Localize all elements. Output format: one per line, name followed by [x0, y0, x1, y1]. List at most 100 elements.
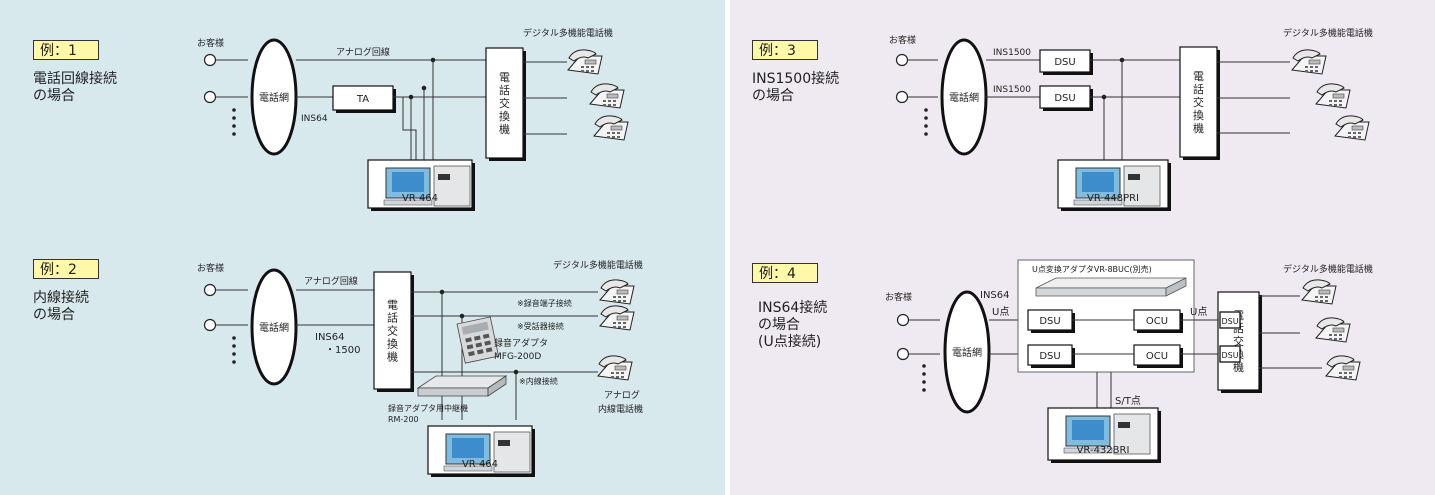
phone-key [1339, 376, 1342, 378]
analog-phone-label: 内線電話機 [598, 403, 643, 415]
phone-key [1339, 372, 1342, 374]
ellipsis-dot [232, 116, 236, 120]
phone-key [617, 136, 620, 138]
dsu-box-label: DSU [1039, 351, 1060, 362]
example-2-badge: 例：2 [33, 259, 99, 279]
recorder-screen [1072, 420, 1104, 440]
ellipsis-dot [232, 360, 236, 364]
u-adapter-device-icon [1035, 277, 1187, 297]
ellipsis-dot [232, 108, 236, 112]
dsu-box-label: DSU [1054, 57, 1075, 68]
phone-handset [1316, 83, 1345, 96]
digital-phones-label: デジタル多機能電話機 [553, 259, 643, 271]
telephone-network-icon [250, 268, 298, 386]
customer-label: お客様 [889, 34, 916, 46]
pbx-label-char: 交 [499, 96, 510, 110]
digital-phone-icon [1315, 317, 1351, 343]
phone-handset [590, 83, 619, 96]
line-terminal-icon [895, 53, 909, 67]
phone-handset [1302, 279, 1331, 292]
recorder-unit-icon [493, 431, 531, 473]
phone-key [607, 136, 610, 138]
ellipsis-dot [232, 336, 236, 340]
phone-key [1315, 66, 1318, 68]
phone-key [621, 372, 624, 374]
phone-key [612, 132, 615, 134]
line-terminal-icon [203, 318, 217, 332]
ellipsis-dot [232, 352, 236, 356]
phone-display [1342, 365, 1355, 371]
ellipsis-dot [922, 372, 926, 376]
phone-key [1358, 132, 1361, 134]
recording-adapter-icon [456, 316, 500, 364]
phone-key [591, 70, 594, 72]
digital-phone-icon [599, 305, 635, 331]
phone-display [606, 93, 619, 99]
network-label: 電話網 [259, 91, 289, 104]
phone-key [1358, 136, 1361, 138]
phone-key [1329, 334, 1332, 336]
phone-key [1305, 66, 1308, 68]
adapter-key [484, 340, 491, 346]
phone-key [1349, 376, 1352, 378]
phone-key [1348, 136, 1351, 138]
phone-key [1353, 132, 1356, 134]
pbx-label-char: 機 [1233, 360, 1244, 374]
line-terminal-icon [896, 313, 910, 327]
recorder-model-label: VR-448PRI [1087, 193, 1139, 204]
ocu-box-label: OCU [1146, 351, 1168, 362]
phone-key [618, 300, 621, 302]
phone-key [613, 322, 616, 324]
recorder-model-label: VR-464 [402, 193, 438, 204]
pbx-dsu-label: DSU [1221, 317, 1238, 326]
pbx-box [485, 47, 524, 159]
example-1-title: 電話回線接続 の場合 [33, 71, 117, 104]
line-terminal-icon [896, 347, 910, 361]
digital-phones-label: デジタル多機能電話機 [1283, 263, 1373, 275]
adapter-key [482, 333, 490, 339]
recording-terminal-label: ※録音端子接続 [517, 298, 572, 308]
phone-key [1320, 300, 1323, 302]
phone-handset [568, 49, 597, 62]
ins64-label: INS64 [315, 332, 345, 343]
ellipsis-dot [924, 132, 928, 136]
example-3-badge: 例：3 [752, 40, 818, 60]
phone-display [584, 59, 597, 65]
phone-key [586, 70, 589, 72]
phone-key [1348, 132, 1351, 134]
network-label: 電話網 [952, 346, 982, 359]
adapter-key [468, 351, 475, 357]
phone-key [613, 296, 616, 298]
phone-key [603, 100, 606, 102]
digital-phone-icon [1334, 115, 1370, 141]
recorder-unit-slot [1128, 174, 1140, 180]
digital-phone-icon [599, 279, 635, 305]
pbx-label-char: 換 [499, 110, 510, 123]
phone-key [1329, 104, 1332, 106]
ellipsis-dot [232, 344, 236, 348]
adapter-key [474, 335, 481, 341]
phone-key [1334, 334, 1337, 336]
phone-key [1349, 372, 1352, 374]
phone-key [616, 372, 619, 374]
phone-key [623, 326, 626, 328]
phone-key [1339, 338, 1342, 340]
relay-label: 録音アダプタ用中継機 [388, 403, 468, 413]
pbx-box [1217, 291, 1260, 391]
digital-phone-icon [1301, 279, 1337, 305]
phone-key [617, 132, 620, 134]
phone-handset [594, 115, 623, 128]
phone-key [612, 136, 615, 138]
phone-key [608, 104, 611, 106]
phone-handset [1335, 115, 1364, 128]
dsu-box-label: DSU [1054, 93, 1075, 104]
ins1500-label: INS1500 [993, 48, 1031, 58]
phone-key [618, 322, 621, 324]
dsu-box-label: DSU [1039, 316, 1060, 327]
adapter-key [476, 349, 484, 355]
phone-key [1325, 296, 1328, 298]
digital-phone-icon [1315, 83, 1351, 109]
phone-key [623, 322, 626, 324]
phone-key [1329, 338, 1332, 340]
pbx-label-char: 電 [499, 71, 510, 84]
